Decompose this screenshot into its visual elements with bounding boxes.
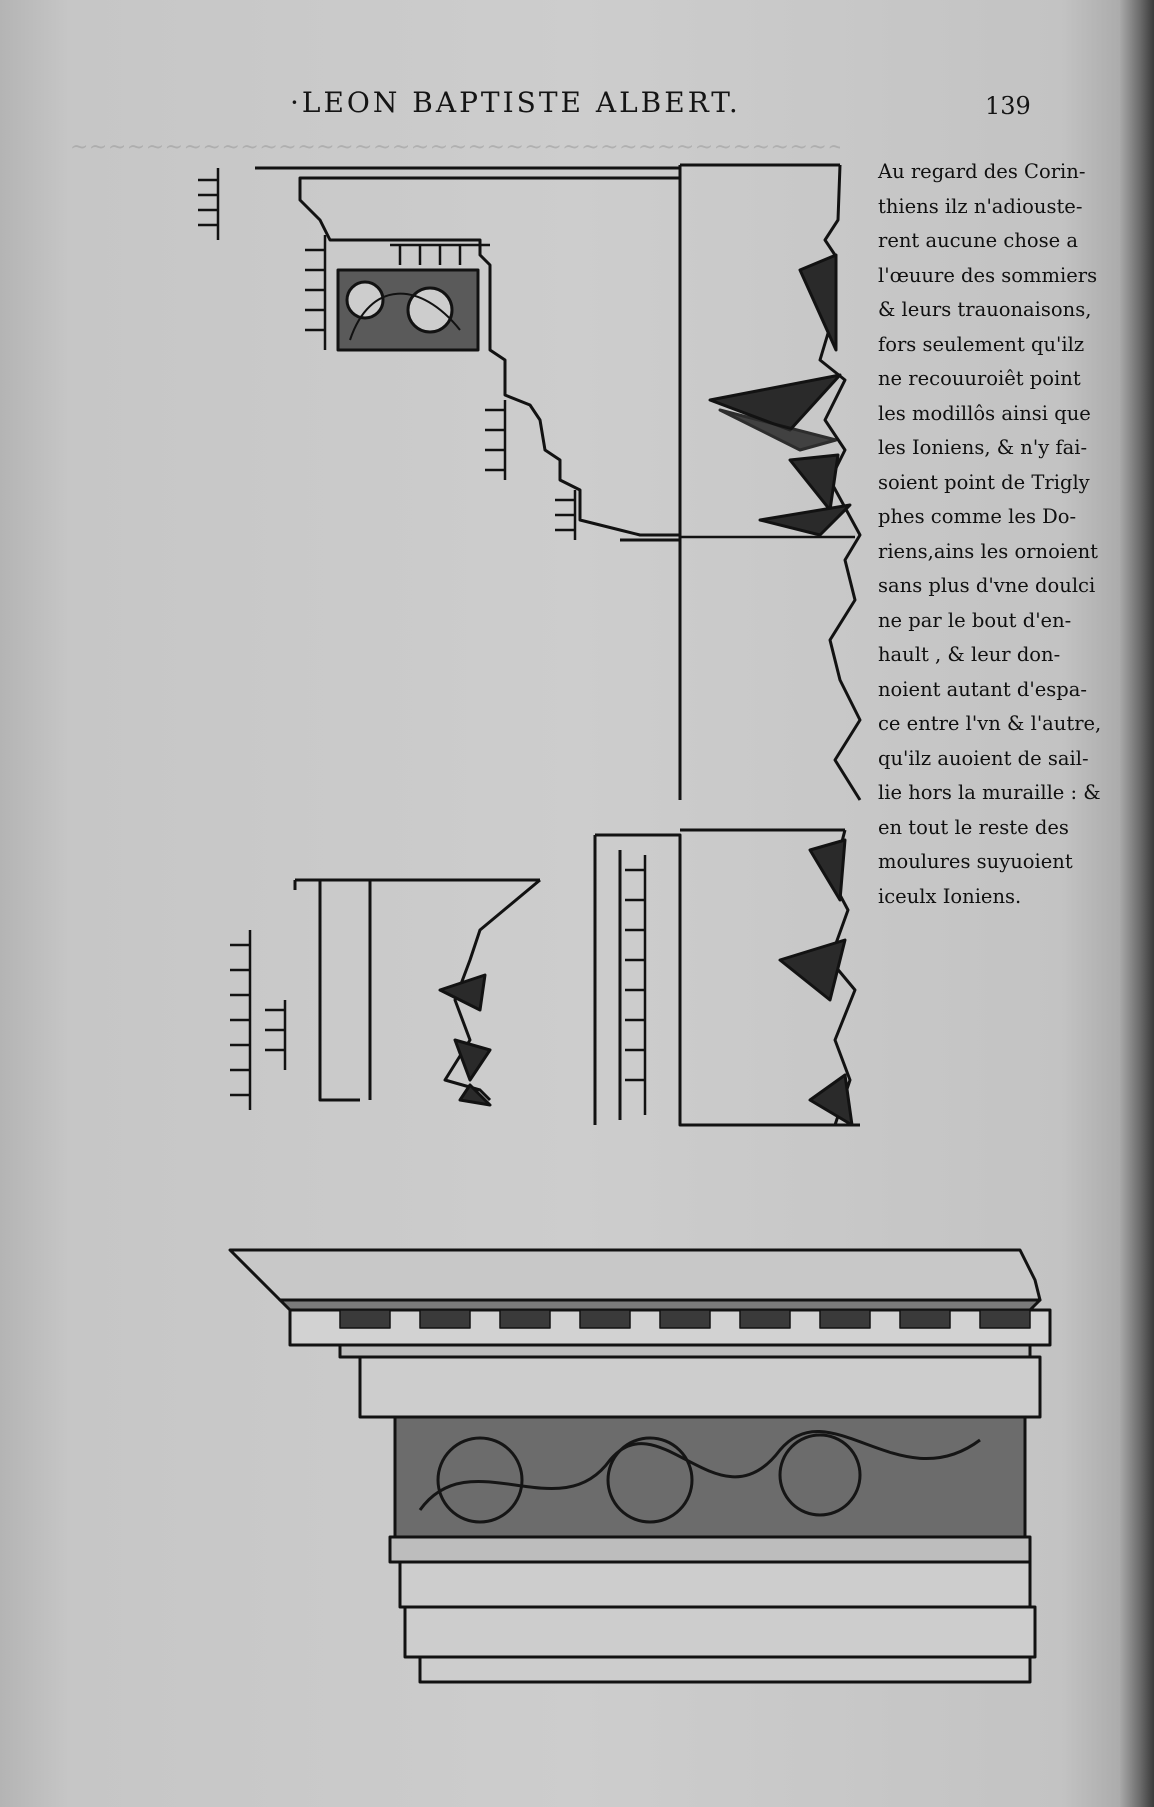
text-line: les modillôs ainsi que: [878, 401, 1091, 425]
entablature-frieze-icon: [228, 1248, 1052, 1684]
bleed-through-text: ~~~~~~~~~~~~~~~~~~~~~~~~~~~~~~~~~~~~~~~~…: [70, 135, 840, 160]
text-line: iceulx Ioniens.: [878, 884, 1022, 908]
text-line: sans plus d'vne doulci: [878, 574, 1096, 597]
text-line: en tout le reste des: [878, 815, 1069, 839]
text-line: l'œuure des sommiers: [878, 263, 1098, 287]
text-line: les Ioniens, & n'y fai-: [878, 436, 1088, 459]
text-line: phes comme les Do-: [878, 505, 1077, 528]
text-line: qu'ilz auoient de sail-: [878, 746, 1089, 770]
book-spine-shadow: [1120, 0, 1154, 1807]
text-line: ce entre l'vn & l'autre,: [878, 712, 1102, 735]
text-line: lie hors la muraille : &: [878, 781, 1101, 804]
text-line: rent aucune chose a: [878, 229, 1079, 252]
cornice-profile-icon: [198, 163, 862, 801]
text-line: noient autant d'espa-: [878, 677, 1087, 701]
text-line: moulures suyuoient: [878, 850, 1073, 873]
text-line: & leurs trauonaisons,: [878, 298, 1092, 321]
running-title: ·LEON BAPTISTE ALBERT.: [290, 86, 741, 119]
text-line: hault , & leur don-: [878, 643, 1061, 666]
text-line: ne recouuroiêt point: [878, 367, 1081, 390]
molding-profile-icon: [230, 878, 541, 1110]
text-line: fors seulement qu'ilz: [878, 332, 1085, 356]
text-line: soient point de Trigly: [878, 470, 1090, 494]
text-line: thiens ilz n'adiouste-: [878, 194, 1083, 218]
text-line: Au regard des Corin-: [878, 160, 1086, 183]
text-line: ne par le bout d'en-: [878, 608, 1072, 632]
page-number: 139: [985, 92, 1031, 120]
text-line: riens,ains les ornoient: [878, 539, 1099, 563]
dentil-profile-icon: [593, 828, 860, 1127]
text-column: Au regard des Corin- thiens ilz n'adious…: [878, 155, 1118, 914]
